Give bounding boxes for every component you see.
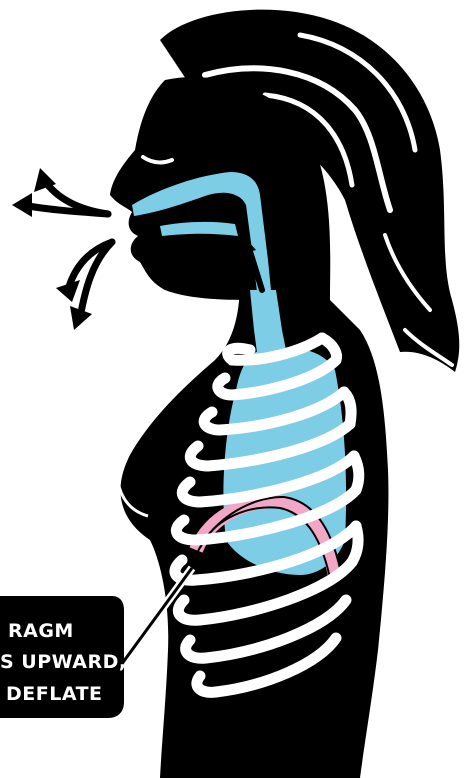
callout-line-3: DEFLATE [6, 683, 103, 705]
callout-line-1: RAGM [8, 620, 74, 642]
callout-box: RAGM S UPWARD, DEFLATE [0, 596, 127, 718]
callout-line-2: S UPWARD, [0, 651, 127, 673]
